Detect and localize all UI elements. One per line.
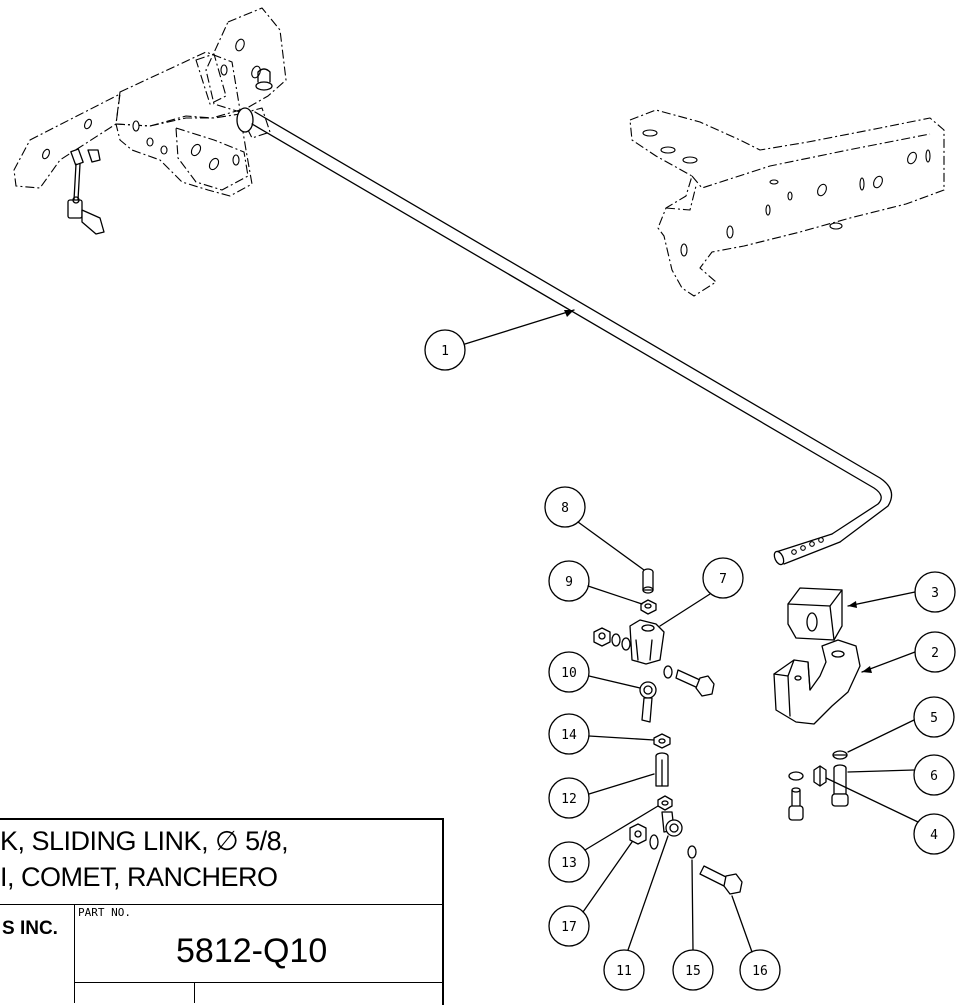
left-link-stud — [67, 148, 105, 235]
callout-label: 11 — [616, 964, 632, 979]
callout-2: 2 — [861, 631, 956, 673]
rod-end-part-10 — [639, 681, 657, 723]
callout-label: 7 — [719, 572, 727, 587]
callout-5: 5 — [847, 696, 955, 753]
connector-part-12 — [655, 752, 669, 787]
company-name: S INC. — [2, 918, 58, 939]
callout-label: 16 — [752, 964, 768, 979]
callout-label: 13 — [561, 856, 577, 871]
sway-bar — [236, 107, 893, 566]
washer-part-15 — [687, 845, 697, 859]
callout-label: 1 — [441, 344, 449, 359]
callout-14: 14 — [548, 713, 655, 755]
rod-end-part-11 — [661, 811, 683, 837]
callout-label: 15 — [685, 964, 701, 979]
bolt-part-16 — [699, 865, 743, 895]
capscrew-part-6 — [831, 764, 849, 807]
title-divider — [0, 904, 444, 905]
callout-8: 8 — [544, 486, 645, 571]
lower-cell-divider — [194, 982, 195, 1003]
left-frame-bracket — [13, 7, 287, 197]
callout-4: 4 — [825, 777, 955, 855]
callout-label: 14 — [561, 728, 577, 743]
callout-16: 16 — [731, 895, 781, 991]
lower-divider — [74, 982, 444, 983]
washer-lower — [649, 834, 659, 850]
callout-label: 8 — [561, 501, 569, 516]
callout-1: 1 — [424, 309, 575, 371]
nut-part-14 — [653, 733, 671, 749]
callout-7: 7 — [659, 557, 744, 627]
callout-11: 11 — [603, 835, 669, 991]
drawing-title-line-1: K, SLIDING LINK, ∅ 5/8, — [0, 826, 289, 856]
callout-label: 17 — [561, 920, 577, 935]
title-block-border — [0, 818, 444, 1005]
drawing-title-line-2: I, COMET, RANCHERO — [0, 862, 278, 892]
spacer-part-8 — [642, 568, 654, 594]
callout-15: 15 — [672, 859, 714, 991]
nut-part-4 — [813, 765, 827, 787]
callout-9: 9 — [548, 560, 643, 605]
washer-part-5 — [832, 750, 848, 760]
nut-part-13 — [657, 795, 673, 811]
callout-label: 12 — [561, 792, 577, 807]
callout-17: 17 — [548, 841, 633, 947]
callout-10: 10 — [548, 651, 641, 693]
nut-part-9 — [640, 599, 657, 615]
callout-13: 13 — [548, 805, 659, 883]
bushing-part-3 — [787, 587, 843, 641]
callout-label: 9 — [565, 575, 573, 590]
callout-label: 5 — [930, 711, 938, 726]
callout-label: 4 — [930, 828, 938, 843]
bushing-bracket-part-2 — [773, 639, 861, 725]
part-number: 5812-Q10 — [176, 932, 328, 970]
callout-6: 6 — [847, 754, 955, 796]
title-block: K, SLIDING LINK, ∅ 5/8, I, COMET, RANCHE… — [0, 818, 444, 1005]
nut-and-washers-upper — [593, 627, 673, 679]
clevis-part-7 — [629, 619, 665, 665]
right-frame-bracket — [629, 109, 945, 297]
part-no-label: PART NO. — [78, 906, 131, 919]
bolt-upper — [675, 669, 715, 697]
part-cell-divider — [74, 904, 75, 1003]
callout-label: 3 — [931, 586, 939, 601]
nut-part-17 — [629, 823, 647, 845]
callout-12: 12 — [548, 773, 655, 819]
callout-3: 3 — [847, 571, 956, 613]
callout-label: 2 — [931, 646, 939, 661]
callout-label: 6 — [930, 769, 938, 784]
capscrew-part-6b — [788, 771, 804, 821]
callout-label: 10 — [561, 666, 577, 681]
